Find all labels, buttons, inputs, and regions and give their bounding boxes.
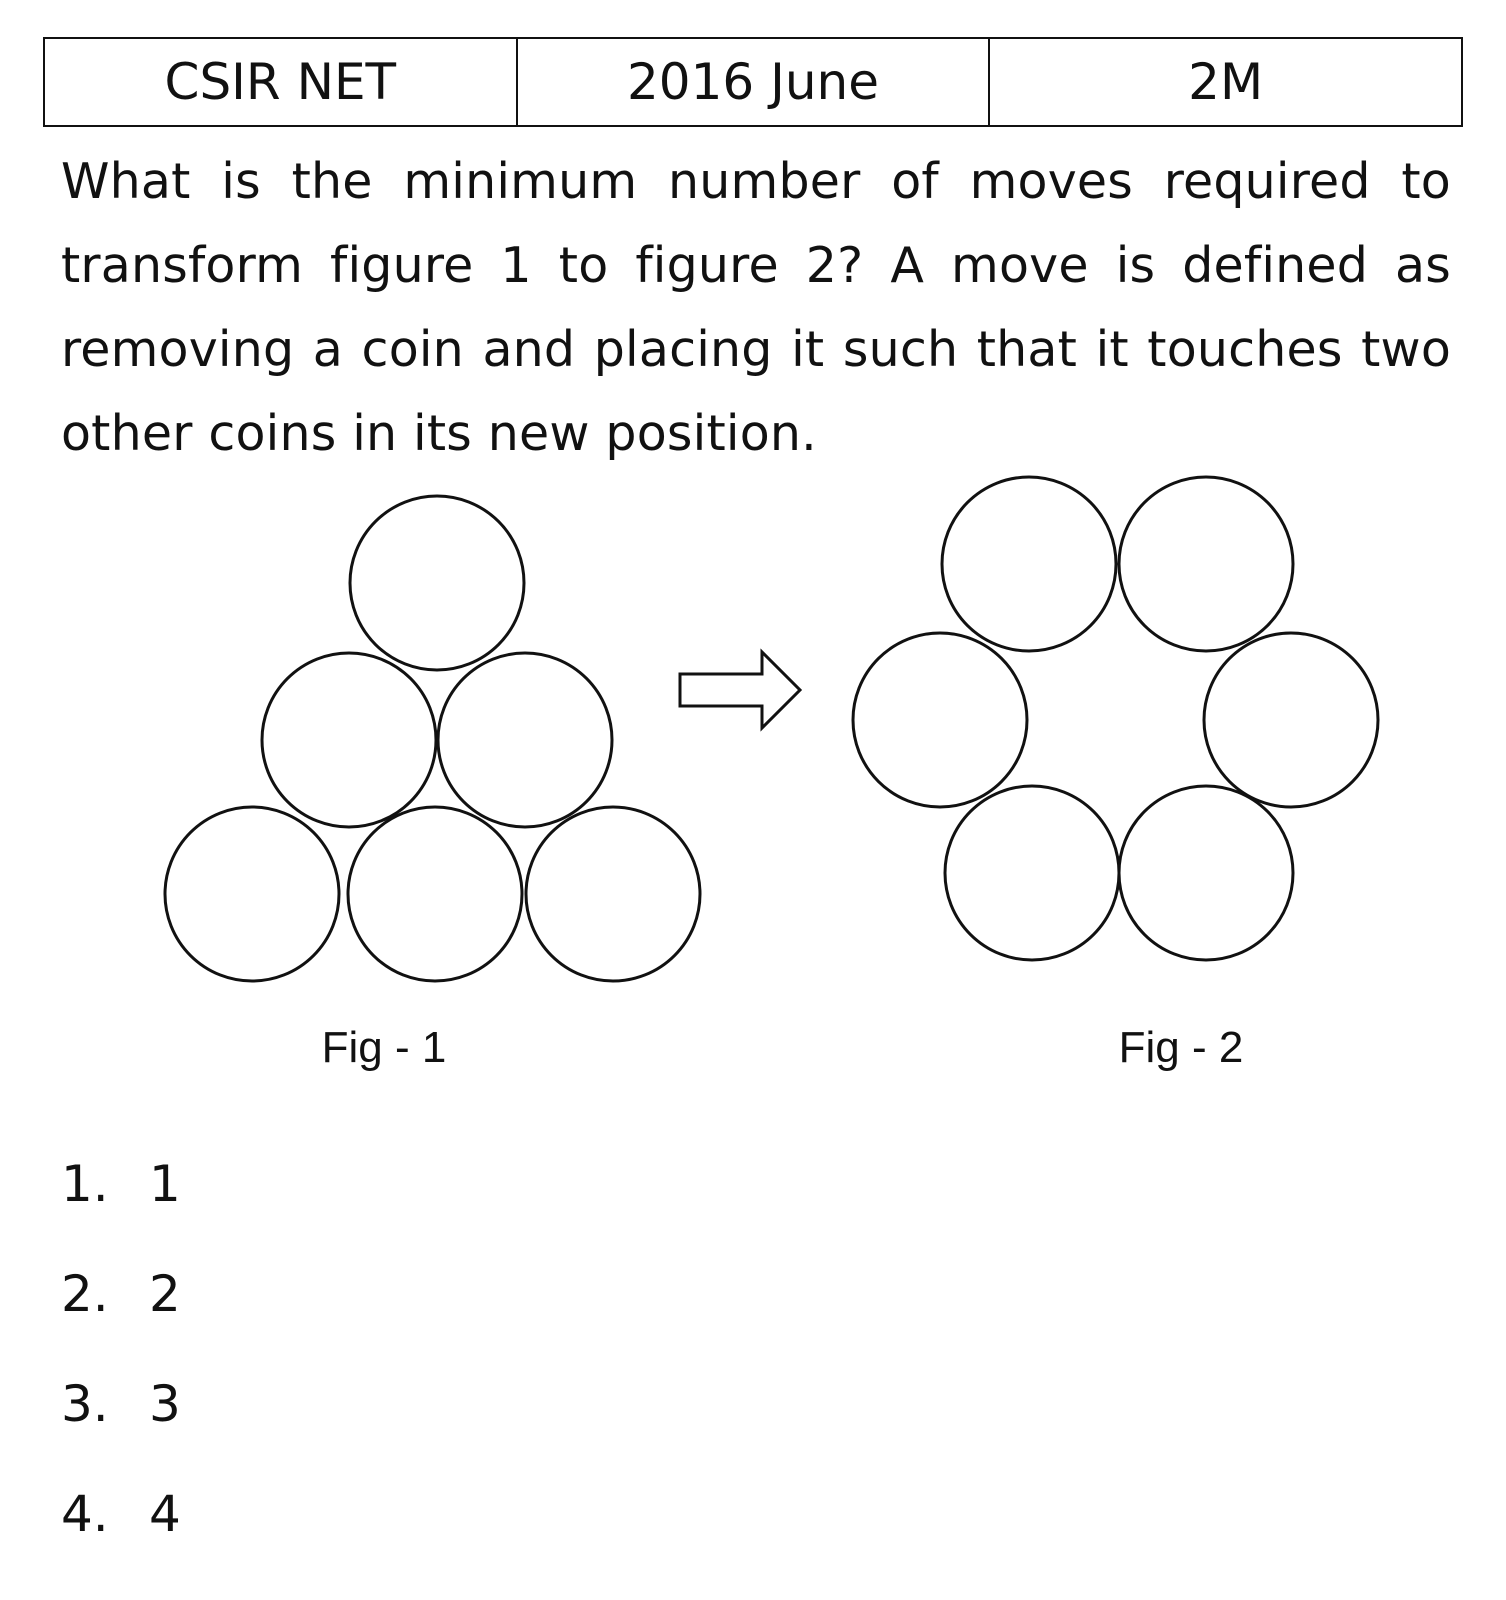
option-4[interactable]: 4. 4 bbox=[61, 1488, 181, 1598]
fig2-coin-top-right bbox=[1117, 475, 1295, 653]
option-2[interactable]: 2. 2 bbox=[61, 1268, 181, 1378]
fig1-label: Fig - 1 bbox=[322, 1023, 447, 1072]
question-text: What is the minimum number of moves requ… bbox=[61, 153, 1451, 462]
fig1-coin-bottom-left bbox=[163, 805, 341, 983]
fig1-coin-middle-left bbox=[260, 651, 438, 829]
option-2-value: 2 bbox=[149, 1265, 181, 1323]
marks-cell: 2M bbox=[988, 37, 1463, 127]
fig2-coin-middle-left bbox=[851, 631, 1029, 809]
header-row: CSIR NET 2016 June 2M bbox=[43, 37, 1463, 127]
exam-session-cell: 2016 June bbox=[515, 37, 991, 127]
option-3[interactable]: 3. 3 bbox=[61, 1378, 181, 1488]
header-table: CSIR NET 2016 June 2M bbox=[43, 37, 1463, 127]
option-1[interactable]: 1. 1 bbox=[61, 1158, 181, 1268]
option-1-number: 1. bbox=[61, 1155, 109, 1213]
option-1-value: 1 bbox=[149, 1155, 181, 1213]
option-3-value: 3 bbox=[149, 1375, 181, 1433]
fig2-coin-bottom-left bbox=[943, 784, 1121, 962]
fig1-coin-middle-right bbox=[436, 651, 614, 829]
option-4-number: 4. bbox=[61, 1485, 109, 1543]
answer-options: 1. 1 2. 2 3. 3 4. 4 bbox=[61, 1158, 181, 1598]
fig1-coin-top bbox=[348, 494, 526, 672]
fig1-coin-bottom-right bbox=[524, 805, 702, 983]
coin-diagram: Fig - 1 Fig - 2 bbox=[163, 475, 1380, 1072]
fig2-coin-middle-right bbox=[1202, 631, 1380, 809]
exam-name-cell: CSIR NET bbox=[43, 37, 518, 127]
fig1-coin-bottom-middle bbox=[346, 805, 524, 983]
option-4-value: 4 bbox=[149, 1485, 181, 1543]
fig2-coin-bottom-right bbox=[1117, 784, 1295, 962]
right-arrow-icon bbox=[678, 648, 803, 732]
coin-figure: Fig - 1 Fig - 2 bbox=[0, 470, 1506, 1100]
option-2-number: 2. bbox=[61, 1265, 109, 1323]
fig2-coin-top-left bbox=[940, 475, 1118, 653]
fig2-label: Fig - 2 bbox=[1119, 1023, 1244, 1072]
option-3-number: 3. bbox=[61, 1375, 109, 1433]
